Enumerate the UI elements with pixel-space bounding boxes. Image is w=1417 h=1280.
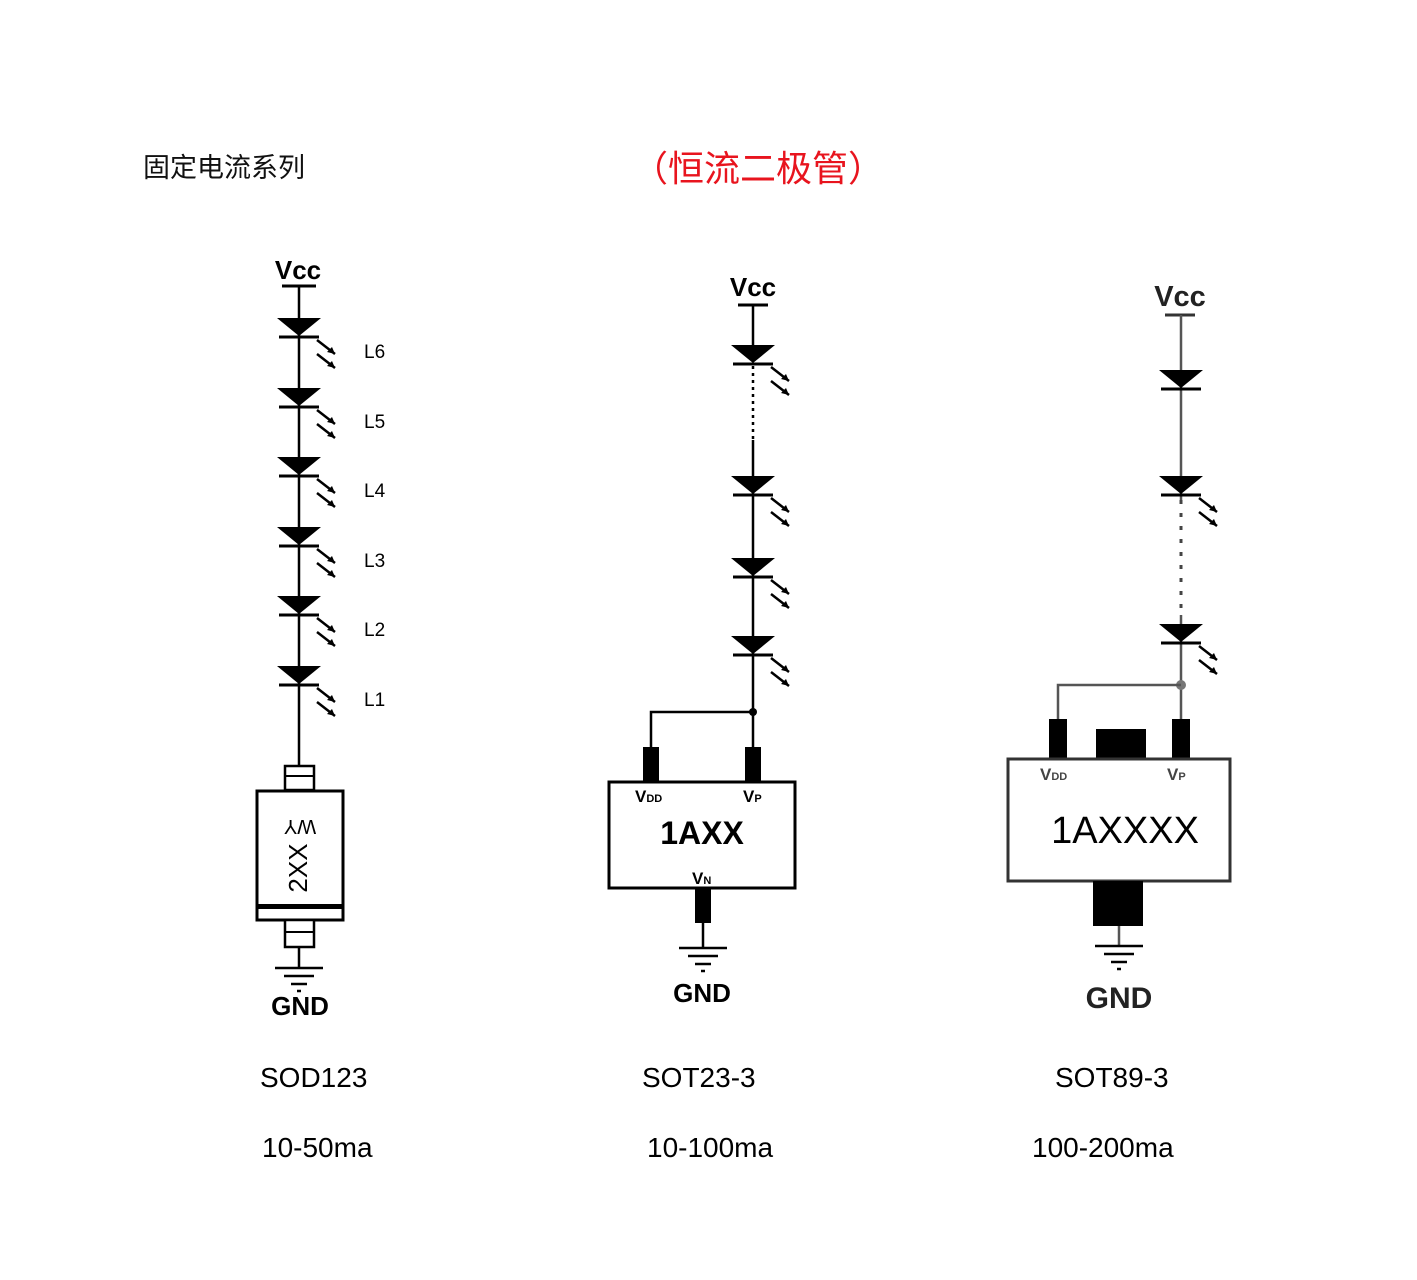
series-title: 固定电流系列 bbox=[143, 153, 305, 184]
led-6: L1 bbox=[275, 664, 385, 718]
circuit-sot89: Vcc VDD VP 1AXXXX GND bbox=[1006, 281, 1232, 1015]
pin-label-vdd: VDD bbox=[1040, 765, 1067, 784]
vcc-label: Vcc bbox=[275, 255, 321, 285]
light-emission-icon bbox=[769, 656, 791, 688]
vcc-label: Vcc bbox=[730, 272, 776, 302]
pin-vp bbox=[1172, 719, 1190, 759]
light-emission-icon bbox=[315, 338, 337, 370]
led-label: L3 bbox=[364, 551, 385, 572]
current-range-sot23: 10-100ma bbox=[647, 1132, 774, 1163]
ground-icon bbox=[677, 946, 729, 973]
led-2: L5 bbox=[275, 386, 385, 440]
sot23-package bbox=[607, 780, 797, 890]
led-3: L4 bbox=[275, 455, 386, 509]
light-emission-icon bbox=[769, 365, 791, 397]
led-1 bbox=[729, 343, 791, 397]
led-3 bbox=[1157, 622, 1219, 676]
current-range-sod123: 10-50ma bbox=[262, 1132, 373, 1163]
pin-label-vdd: VDD bbox=[635, 787, 662, 806]
light-emission-icon bbox=[315, 686, 337, 718]
led-label: L5 bbox=[364, 412, 385, 433]
led-icon bbox=[729, 474, 777, 497]
led-4 bbox=[729, 634, 791, 688]
light-emission-icon bbox=[1197, 496, 1219, 528]
led-label: L6 bbox=[364, 342, 385, 363]
current-range-sot89: 100-200ma bbox=[1032, 1132, 1174, 1163]
led-icon bbox=[1157, 622, 1205, 645]
led-icon bbox=[275, 316, 323, 339]
circuit-sot23: Vcc VDD VP 1AXX VN GND bbox=[607, 272, 797, 1008]
device-marking: 1AXX bbox=[660, 815, 744, 851]
vcc-label: Vcc bbox=[1154, 281, 1206, 313]
light-emission-icon bbox=[1197, 644, 1219, 676]
light-emission-icon bbox=[315, 408, 337, 440]
tab-pin bbox=[1096, 729, 1146, 760]
gnd-label: GND bbox=[271, 991, 329, 1021]
date-code-marking: WY bbox=[284, 815, 316, 837]
pin-label-vp: VP bbox=[1167, 765, 1186, 784]
led-icon bbox=[729, 343, 777, 366]
pin-vp bbox=[745, 747, 761, 782]
gnd-label: GND bbox=[673, 978, 731, 1008]
constant-current-diode-title: （恒流二极管） bbox=[632, 149, 885, 190]
led-icon bbox=[729, 556, 777, 579]
light-emission-icon bbox=[315, 616, 337, 648]
sot89-package bbox=[1006, 757, 1232, 883]
led-icon bbox=[1157, 368, 1205, 391]
pin-vdd bbox=[643, 747, 659, 782]
package-label-sod123: SOD123 bbox=[260, 1062, 368, 1093]
led-icon bbox=[275, 594, 323, 617]
pin-label-vp: VP bbox=[743, 787, 762, 806]
light-emission-icon bbox=[769, 496, 791, 528]
ground-icon bbox=[1093, 944, 1145, 971]
led-icon bbox=[275, 664, 323, 687]
led-icon bbox=[275, 525, 323, 548]
light-emission-icon bbox=[769, 578, 791, 610]
device-marking: 1AXXXX bbox=[1051, 810, 1199, 852]
led-icon bbox=[1157, 474, 1205, 497]
light-emission-icon bbox=[315, 477, 337, 509]
diode-lead-top bbox=[283, 764, 316, 792]
pin-vn bbox=[1093, 881, 1143, 926]
package-label-sot89: SOT89-3 bbox=[1055, 1062, 1169, 1093]
ground-icon bbox=[273, 966, 325, 993]
led-4: L3 bbox=[275, 525, 385, 579]
led-5: L2 bbox=[275, 594, 385, 648]
package-label-sot23: SOT23-3 bbox=[642, 1062, 756, 1093]
led-1: L6 bbox=[275, 316, 385, 370]
cathode-band bbox=[257, 904, 343, 909]
led-icon bbox=[729, 634, 777, 657]
led-label: L1 bbox=[364, 690, 385, 711]
led-label: L2 bbox=[364, 620, 385, 641]
gnd-label: GND bbox=[1086, 982, 1153, 1015]
led-label: L4 bbox=[364, 481, 386, 502]
led-icon bbox=[275, 386, 323, 409]
pin-label-vn: VN bbox=[692, 869, 711, 888]
light-emission-icon bbox=[315, 547, 337, 579]
pin-vdd bbox=[1049, 719, 1067, 759]
led-icon bbox=[275, 455, 323, 478]
led-2 bbox=[1157, 474, 1219, 528]
pin-vn bbox=[695, 888, 711, 923]
device-marking: 2XX bbox=[283, 843, 313, 892]
led-3 bbox=[729, 556, 791, 610]
led-2 bbox=[729, 474, 791, 528]
diode-lead-bottom bbox=[283, 918, 316, 949]
